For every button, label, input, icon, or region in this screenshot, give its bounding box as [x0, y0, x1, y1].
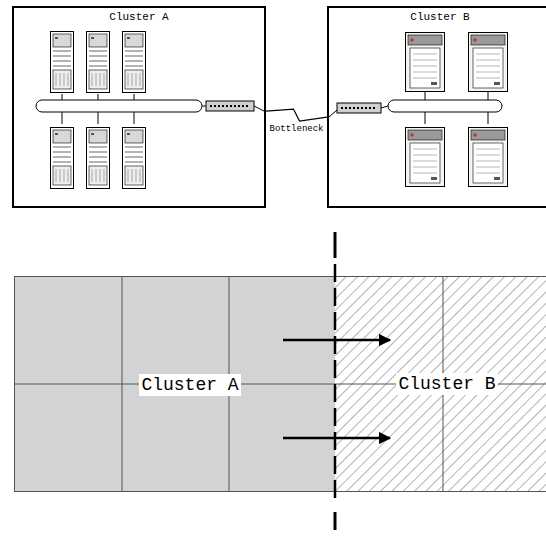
migration-arrow [283, 340, 390, 438]
network-wire [381, 106, 388, 108]
server-tower [406, 128, 445, 187]
partition-divider [334, 512, 337, 530]
cluster-title: Cluster A [107, 11, 170, 24]
network-wire [254, 106, 264, 111]
server-tower [469, 33, 508, 92]
network-wire [202, 106, 206, 107]
server-tower [123, 128, 146, 189]
cluster-title: Cluster B [408, 11, 471, 24]
network-switch [337, 103, 381, 113]
grid-line [15, 277, 546, 492]
network-wire [425, 112, 426, 124]
server-tower [87, 128, 110, 189]
network-wire [488, 112, 489, 124]
network-switch [206, 101, 254, 111]
network-wire [329, 110, 337, 117]
partition-grid [14, 232, 546, 530]
network-wire [98, 94, 99, 100]
network-wire [134, 94, 135, 100]
network-switch [210, 105, 250, 107]
network-wire [62, 112, 63, 124]
partition-divider [334, 232, 337, 258]
network-wire [98, 112, 99, 124]
partition-divider [334, 264, 337, 500]
network-wire [488, 92, 489, 100]
network-switch [337, 103, 381, 113]
network-bus [388, 100, 502, 112]
network-bus [36, 100, 202, 112]
cluster-a-network [36, 32, 264, 189]
region-label: Cluster A [139, 374, 240, 396]
server-tower [123, 32, 146, 93]
cluster-b-network [329, 33, 508, 187]
cluster-region: Cluster A [14, 276, 335, 492]
link-label: Bottleneck [268, 124, 324, 135]
network-wire [134, 112, 135, 124]
region-label: Cluster B [396, 373, 497, 395]
cluster-region: Cluster B [335, 276, 546, 492]
cluster-box: Cluster B [327, 6, 546, 208]
server-tower [469, 128, 508, 187]
grid-line [14, 276, 546, 492]
server-tower [51, 32, 74, 93]
partition-divider [335, 232, 336, 530]
server-tower [51, 128, 74, 189]
network-switch [341, 107, 377, 109]
network-wire [62, 94, 63, 100]
server-tower [87, 32, 110, 93]
migration-arrow [283, 339, 390, 342]
cluster-box: Cluster A [12, 6, 266, 208]
network-wire [425, 92, 426, 100]
network-switch [206, 101, 254, 111]
migration-arrow [283, 437, 390, 440]
server-tower [406, 33, 445, 92]
bottleneck-link [266, 109, 327, 121]
